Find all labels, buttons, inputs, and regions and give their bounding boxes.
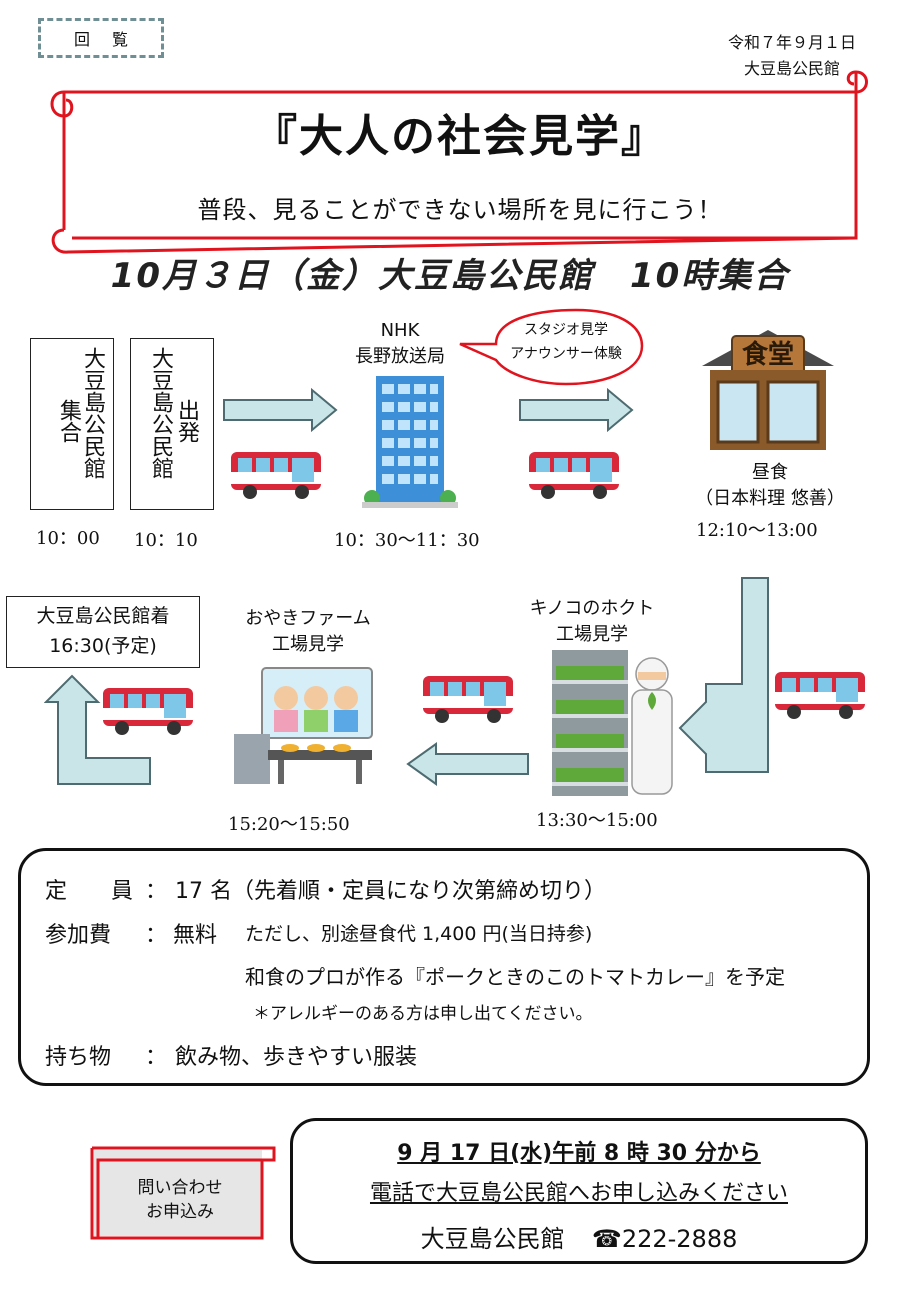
capacity-label: 定 員 <box>45 879 134 904</box>
fee-colon: ： <box>145 923 168 948</box>
lunch-title: 昼食 <box>752 462 788 483</box>
oyaki-time: 15:20～15:50 <box>228 814 350 835</box>
apply-start: 9 月 17 日(水)午前 8 時 30 分から <box>397 1141 761 1166</box>
arrival-place: 大豆島公民館着 <box>36 605 170 627</box>
arrival-box: 大豆島公民館着 16:30(予定) <box>6 596 200 668</box>
gather-action: 集合 <box>56 399 81 443</box>
contact-tag-inquiry: 問い合わせ <box>137 1178 223 1198</box>
oyaki-name: おやきファーム <box>245 608 371 629</box>
restaurant-icon <box>702 330 834 450</box>
title-scroll-frame <box>50 70 868 254</box>
factory-tour-icon <box>234 667 373 784</box>
main-title: 『大人の社会見学』 <box>253 111 667 162</box>
fee-label: 参加費 <box>45 923 112 948</box>
apply-instruction: 電話で大豆島公民館へお申し込みください <box>369 1181 788 1206</box>
bring-label: 持ち物 <box>45 1045 112 1070</box>
arrow-left-icon <box>406 742 529 786</box>
lunch-venue: （日本料理 悠善） <box>695 488 845 509</box>
oyaki-label: おやきファーム 工場見学 <box>220 606 396 658</box>
depart-place: 大豆島公民館 <box>148 347 173 479</box>
apply-org: 大豆島公民館 <box>420 1225 565 1253</box>
arrow-up-left-icon <box>44 674 151 785</box>
nhk-station: 長野放送局 <box>355 346 445 367</box>
hokuto-name: キノコのホクト <box>529 598 655 619</box>
bring-colon: ： <box>145 1045 168 1070</box>
depart-time: 10：10 <box>134 530 198 551</box>
hokuto-time: 13:30～15:00 <box>536 810 658 831</box>
issue-date: 令和７年９月１日 <box>727 33 856 52</box>
bus-icon <box>423 676 513 723</box>
fee-note-lunch: ただし、別途昼食代 1,400 円(当日持参) <box>245 923 593 945</box>
phone-number[interactable]: 222-2888 <box>621 1225 738 1253</box>
circulation-label: 回 覧 <box>38 18 164 58</box>
hokuto-tour: 工場見学 <box>556 624 628 645</box>
lunch-time: 12:10～13:00 <box>696 520 818 541</box>
capacity-colon: ： <box>145 879 168 904</box>
fee-note-menu: 和食のプロが作る『ポークときのこのトマトカレー』を予定 <box>245 965 785 989</box>
nhk-name: NHK <box>380 320 420 341</box>
gather-box: 大豆島公民館 集合 <box>30 338 114 510</box>
contact-tag-frame <box>90 1146 276 1240</box>
fee-note-allergy: ＊アレルギーのある方は申し出てください。 <box>253 1004 593 1024</box>
gather-place: 大豆島公民館 <box>80 347 105 479</box>
circulation-char-1: 回 <box>73 30 90 49</box>
lunch-label: 昼食 （日本料理 悠善） <box>670 460 870 512</box>
mushroom-factory-icon <box>552 650 673 796</box>
restaurant-sign: 食堂 <box>741 340 794 370</box>
fee-value: 無料 <box>173 923 218 948</box>
apply-box: 9 月 17 日(水)午前 8 時 30 分から 電話で大豆島公民館へお申し込み… <box>290 1118 868 1264</box>
gather-time: 10：00 <box>36 528 100 549</box>
depart-action: 出発 <box>174 399 199 443</box>
speech-bubble <box>459 308 644 386</box>
arrow-right-icon <box>519 388 634 432</box>
bus-icon <box>103 688 193 735</box>
event-date-place: 10月３日（金）大豆島公民館 10時集合 <box>110 256 790 296</box>
bus-icon <box>529 452 619 499</box>
bubble-studio: スタジオ見学 <box>524 322 608 338</box>
contact-tag-text: 問い合わせ お申込み <box>100 1176 260 1224</box>
depart-box: 大豆島公民館 出発 <box>130 338 214 510</box>
capacity-value: 17 名（先着順・定員になり次第締め切り） <box>175 879 606 904</box>
bubble-announcer: アナウンサー体験 <box>510 346 622 362</box>
bus-icon <box>775 672 865 719</box>
nhk-time: 10：30～11：30 <box>334 530 480 551</box>
office-building-icon <box>362 376 458 508</box>
bus-icon <box>231 452 321 499</box>
arrow-right-icon <box>223 388 338 432</box>
nhk-bubble-text: スタジオ見学 アナウンサー体験 <box>496 318 636 366</box>
issue-date-block: 令和７年９月１日 大豆島公民館 <box>728 30 856 82</box>
subtitle: 普段、見ることができない場所を見に行こう！ <box>197 196 723 224</box>
hokuto-label: キノコのホクト 工場見学 <box>512 596 672 648</box>
issuer-org: 大豆島公民館 <box>743 59 840 78</box>
apply-phone-line: 大豆島公民館 ☎222-2888 <box>293 1219 865 1254</box>
info-box: 定 員 ： 17 名（先着順・定員になり次第締め切り） 参加費 ： 無料 ただし… <box>18 848 870 1086</box>
circulation-char-2: 覧 <box>111 30 128 49</box>
arrival-time: 16:30(予定) <box>49 635 157 657</box>
oyaki-tour: 工場見学 <box>272 634 344 655</box>
arrow-down-left-icon <box>678 577 769 773</box>
contact-tag-apply: お申込み <box>146 1202 214 1222</box>
nhk-label: NHK 長野放送局 <box>330 318 470 370</box>
bring-value: 飲み物、歩きやすい服装 <box>175 1045 418 1070</box>
phone-icon: ☎ <box>591 1225 622 1253</box>
